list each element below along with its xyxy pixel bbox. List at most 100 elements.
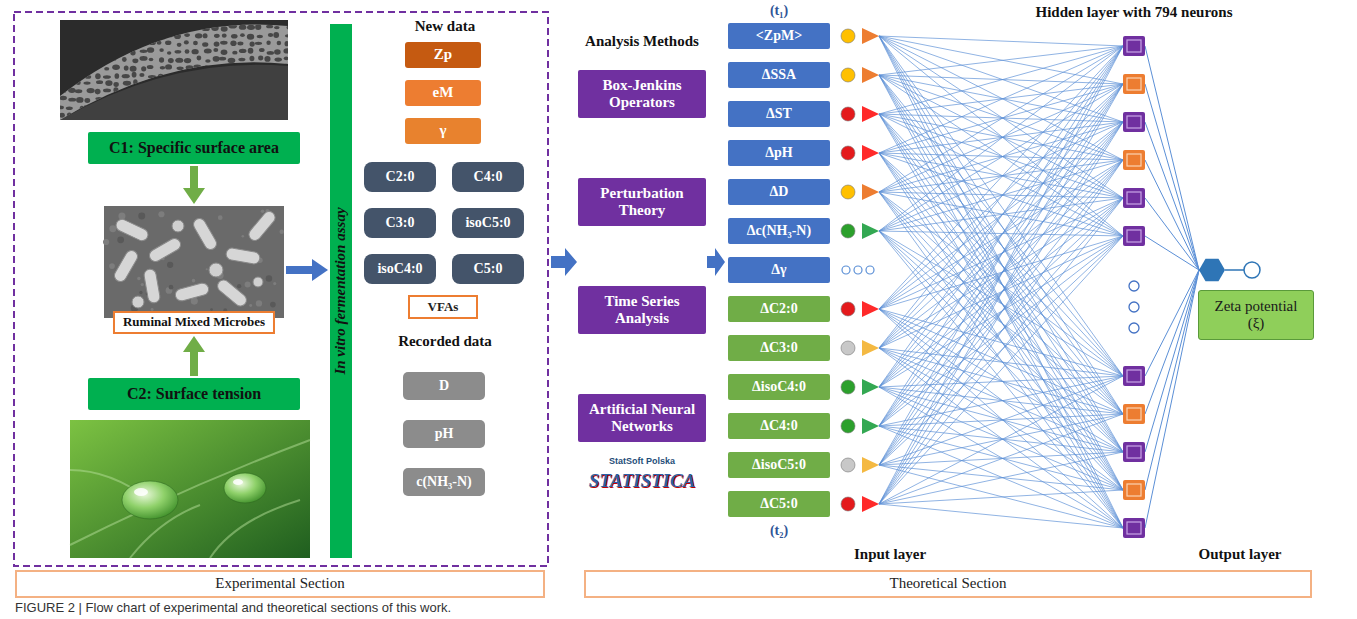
pore [102, 15, 110, 21]
vfa-box: C2:0 [364, 162, 436, 192]
network-link [879, 84, 1123, 231]
pore [165, 40, 171, 45]
pore [111, 39, 119, 45]
pore [202, 42, 208, 47]
pore [165, 90, 172, 95]
node-text: Time Series Analysis [585, 293, 699, 328]
pore [95, 97, 102, 100]
network-link [879, 376, 1123, 387]
pore [214, 34, 220, 38]
bacterium-rod [147, 236, 182, 263]
input-variable-box: ΔpH [728, 140, 830, 166]
pore [258, 121, 265, 125]
label-box: Ruminal Mixed Microbes [113, 311, 275, 334]
pore [285, 113, 291, 118]
pore [174, 103, 180, 108]
pore [258, 56, 263, 61]
input-dot [841, 185, 855, 199]
method-box: Artificial Neural Networks [578, 394, 706, 442]
pore [85, 27, 93, 31]
speckle [249, 304, 252, 307]
pore [230, 123, 238, 127]
pore [184, 40, 189, 44]
bacterium-rod [114, 217, 150, 242]
network-link [879, 348, 1123, 452]
network-link [879, 414, 1123, 426]
leaf-background [70, 420, 310, 558]
pore [115, 73, 120, 79]
pore [69, 26, 74, 32]
network-link [1145, 270, 1199, 490]
pore [124, 65, 129, 70]
new-data-box: eM [405, 80, 481, 106]
pore [95, 32, 101, 37]
new-data-box: Zp [405, 42, 481, 68]
input-dot [841, 380, 855, 394]
node-text: C2:0 [386, 169, 415, 185]
hidden-neuron [1123, 112, 1145, 132]
node-text: VFAs [428, 300, 459, 315]
pore [196, 17, 202, 22]
pore [275, 120, 282, 126]
network-link [879, 46, 1123, 465]
bacterium-coccus [172, 220, 184, 232]
bacterium-coccus [253, 277, 263, 287]
pore [268, 120, 273, 125]
water-droplet [122, 481, 178, 519]
pore [66, 107, 73, 111]
pore [220, 82, 225, 85]
node-text: pH [435, 426, 454, 442]
hidden-neuron-inner [1127, 522, 1141, 534]
network-link [879, 114, 1123, 236]
pore [223, 98, 229, 102]
network-link [879, 46, 1123, 231]
pore [246, 88, 254, 94]
pore [267, 51, 274, 55]
pore [214, 82, 219, 87]
pore [204, 48, 212, 53]
pore [167, 74, 173, 78]
pore [210, 17, 217, 21]
input-neuron [862, 106, 879, 122]
pore [122, 112, 128, 116]
network-link [879, 122, 1123, 504]
node-text: Box-Jenkins Operators [585, 77, 699, 112]
pore [213, 123, 218, 126]
input-dot [841, 419, 855, 433]
pore [248, 71, 253, 77]
pore [159, 98, 164, 102]
hidden-neuron-inner [1127, 230, 1141, 242]
speckle [261, 209, 265, 213]
pore [167, 81, 175, 87]
node-text: Ruminal Mixed Microbes [123, 315, 265, 330]
flow-arrow [190, 348, 198, 376]
network-link [879, 46, 1123, 75]
pore [174, 50, 181, 54]
pore [187, 121, 192, 126]
pore [148, 75, 156, 78]
pore [268, 33, 273, 37]
recorded-data-box: D [403, 372, 485, 400]
network-link [879, 114, 1123, 452]
pore [92, 105, 100, 108]
pore [141, 121, 149, 125]
bacterium-rod [112, 248, 139, 283]
pore [68, 17, 73, 23]
input-variable-box: Δγ [728, 257, 830, 283]
network-link [879, 122, 1123, 153]
pore [94, 56, 100, 61]
pore [258, 64, 264, 68]
pore [177, 74, 182, 79]
water-droplet [224, 473, 266, 503]
network-link [879, 231, 1123, 376]
pore [274, 66, 281, 71]
pore [286, 104, 291, 110]
pore [122, 90, 129, 93]
pore [247, 25, 255, 30]
pore [229, 97, 235, 102]
pore [103, 88, 111, 92]
pore [286, 89, 292, 94]
pore [202, 114, 209, 118]
pore [203, 73, 211, 79]
pore [239, 49, 247, 53]
